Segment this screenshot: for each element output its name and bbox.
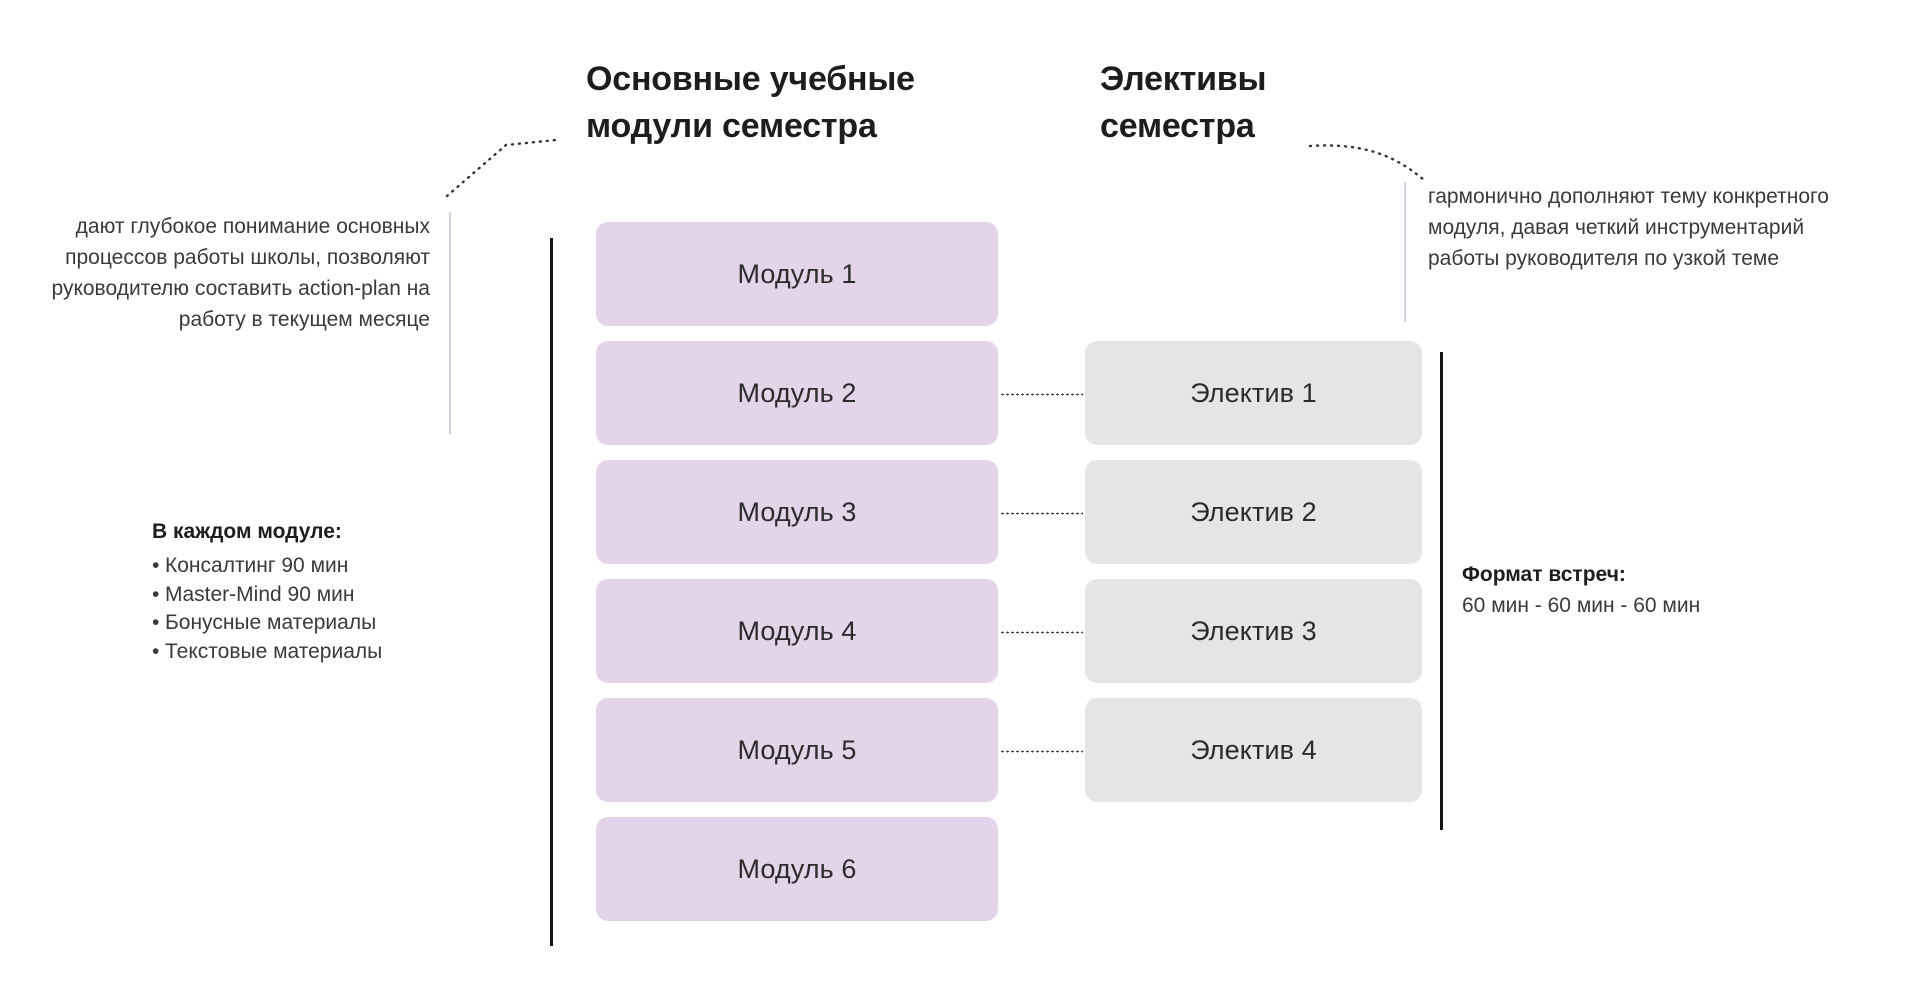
list-item: •Бонусные материалы (152, 609, 430, 638)
elective-box-label: Электив 3 (1190, 615, 1317, 646)
elective-box-label: Электив 4 (1190, 734, 1317, 765)
module-box-label: Модуль 3 (737, 496, 857, 527)
right-accent-rule (1404, 182, 1406, 322)
page-title-electives: Элективы семестра (1100, 60, 1267, 145)
list-item-label: Master-Mind 90 мин (165, 582, 355, 606)
connector-module-to-elective-4 (1000, 750, 1083, 753)
module-box-label: Модуль 6 (737, 853, 857, 884)
left-accent-rule (449, 212, 451, 434)
elective-box-1[interactable]: Электив 1 (1085, 341, 1422, 445)
list-item-label: Текстовые материалы (165, 640, 383, 664)
elective-box-label: Электив 2 (1190, 496, 1317, 527)
module-contents-block: В каждом модуле: •Консалтинг 90 мин•Mast… (90, 517, 430, 667)
list-item: •Текстовые материалы (152, 638, 430, 667)
module-contents-title: В каждом модуле: (152, 520, 342, 543)
module-box-6[interactable]: Модуль 6 (596, 817, 998, 921)
bullet-icon: • (152, 554, 160, 578)
module-contents-list: •Консалтинг 90 мин•Master-Mind 90 мин•Бо… (90, 552, 430, 666)
connector-module-to-elective-1 (1000, 393, 1083, 396)
module-box-label: Модуль 5 (737, 734, 857, 765)
list-item: •Master-Mind 90 мин (152, 581, 430, 610)
module-box-2[interactable]: Модуль 2 (596, 341, 998, 445)
connector-module-to-elective-2 (1000, 512, 1083, 515)
elective-box-4[interactable]: Электив 4 (1085, 698, 1422, 802)
module-box-label: Модуль 1 (737, 258, 857, 289)
meeting-format-block: Формат встреч: 60 мин - 60 мин - 60 мин (1462, 560, 1862, 621)
modules-bracket (550, 238, 553, 946)
electives-bracket (1440, 352, 1443, 830)
leader-line-right (1308, 144, 1426, 182)
modules-description: дают глубокое понимание основных процесс… (51, 215, 430, 331)
meeting-format-title: Формат встреч: (1462, 563, 1626, 586)
electives-description: гармонично дополняют тему конкретного мо… (1428, 185, 1829, 270)
module-box-1[interactable]: Модуль 1 (596, 222, 998, 326)
list-item: •Консалтинг 90 мин (152, 552, 430, 581)
meeting-format-value: 60 мин - 60 мин - 60 мин (1462, 594, 1701, 618)
elective-box-3[interactable]: Электив 3 (1085, 579, 1422, 683)
bullet-icon: • (152, 582, 160, 606)
bullet-icon: • (152, 640, 160, 664)
elective-box-2[interactable]: Электив 2 (1085, 460, 1422, 564)
module-box-label: Модуль 4 (737, 615, 857, 646)
module-box-3[interactable]: Модуль 3 (596, 460, 998, 564)
module-box-4[interactable]: Модуль 4 (596, 579, 998, 683)
connector-module-to-elective-3 (1000, 631, 1083, 634)
bullet-icon: • (152, 611, 160, 635)
list-item-label: Бонусные материалы (165, 611, 377, 635)
module-box-label: Модуль 2 (737, 377, 857, 408)
list-item-label: Консалтинг 90 мин (165, 554, 349, 578)
page-title-modules: Основные учебные модули семестра (586, 60, 915, 145)
elective-box-label: Электив 1 (1190, 377, 1317, 408)
leader-line-left (445, 138, 558, 198)
module-box-5[interactable]: Модуль 5 (596, 698, 998, 802)
